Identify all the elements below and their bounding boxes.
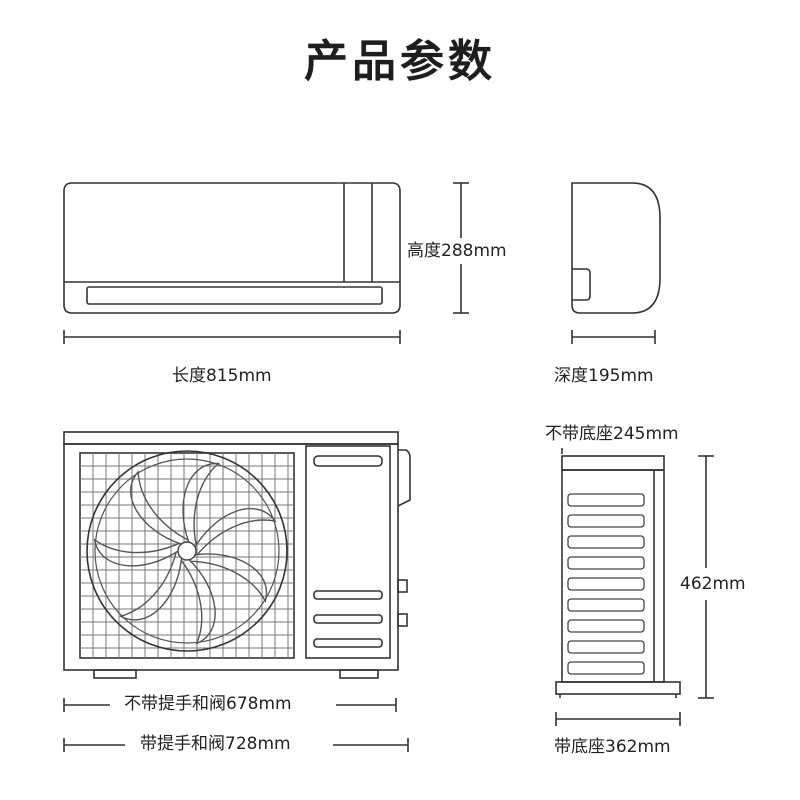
fan-blade [180, 559, 216, 645]
fan-blade [182, 462, 221, 546]
fan-blade [93, 538, 181, 567]
side-fin [567, 514, 645, 528]
fan-blade [190, 553, 268, 603]
outdoor-side-fins [567, 493, 645, 675]
fan-blades [93, 462, 277, 645]
side-fin [567, 619, 645, 633]
outdoor-depth-no-base-label: 不带底座245mm [545, 424, 679, 444]
side-fin [567, 493, 645, 507]
outdoor-unit-front-view [63, 431, 411, 679]
fan-blade [118, 551, 183, 621]
outdoor-depth-with-base-label: 带底座362mm [554, 737, 671, 757]
outdoor-width-no-handle-dimension [63, 698, 397, 712]
side-fin [567, 556, 645, 570]
indoor-height-dimension [453, 182, 469, 314]
indoor-height-label: 高度288mm [407, 241, 507, 261]
side-fin [567, 535, 645, 549]
fan-grille [79, 450, 295, 659]
outdoor-width-no-handle-label: 不带提手和阀678mm [124, 694, 292, 714]
indoor-depth-label: 深度195mm [554, 366, 654, 386]
indoor-unit-side-view [571, 182, 661, 314]
indoor-length-dimension [63, 330, 401, 344]
side-fin [567, 640, 645, 654]
outdoor-height-label: 462mm [680, 574, 746, 594]
side-fin [567, 577, 645, 591]
side-fin [567, 661, 645, 675]
indoor-length-label: 长度815mm [172, 366, 272, 386]
indoor-unit-front-view [63, 182, 401, 314]
fan-blade [194, 507, 277, 556]
side-fin [567, 598, 645, 612]
outdoor-width-with-handle-label: 带提手和阀728mm [140, 734, 291, 754]
outdoor-height-dimension [698, 455, 714, 699]
outdoor-width-with-handle-dimension [63, 738, 409, 752]
page-title: 产品参数 [304, 36, 496, 87]
outdoor-depth-with-base-dimension [555, 712, 681, 726]
fan-blade [130, 470, 189, 545]
outdoor-unit-side-view [555, 455, 681, 698]
indoor-depth-dimension [571, 330, 656, 344]
fan-hub [177, 541, 197, 561]
